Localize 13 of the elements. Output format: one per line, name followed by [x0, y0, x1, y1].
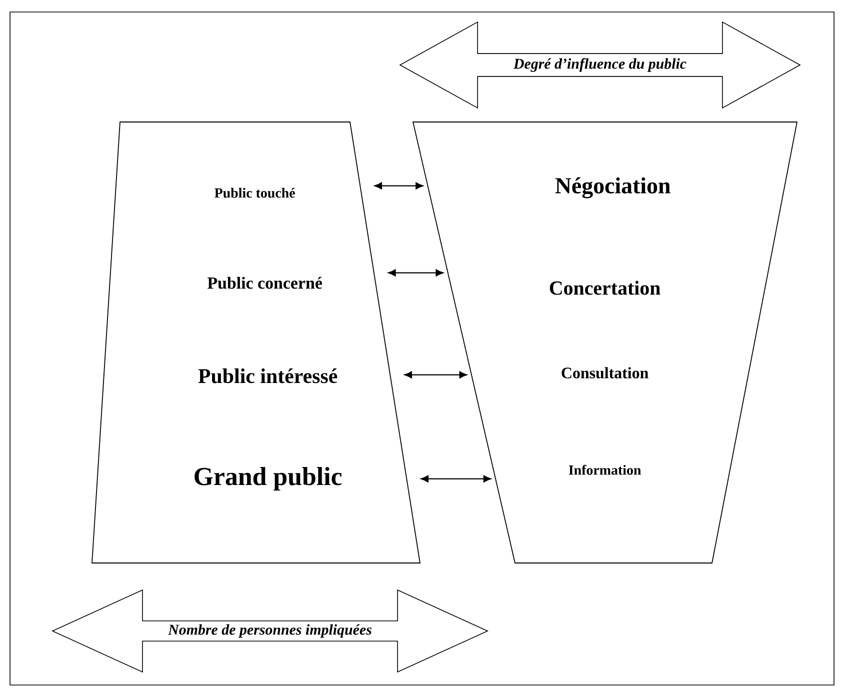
- double-arrow: [404, 371, 467, 378]
- level-label: Public touché: [214, 188, 295, 198]
- trapezoid-shape: [92, 122, 421, 564]
- level-label: Information: [568, 464, 642, 475]
- level-label: Négociation: [555, 177, 670, 198]
- level-label: Consultation: [562, 367, 648, 378]
- double-arrow: [420, 475, 492, 482]
- double-arrow: [374, 182, 424, 190]
- double-arrow: [388, 269, 444, 276]
- level-label: Public intéressé: [198, 368, 338, 384]
- level-label: Public concerné: [208, 276, 322, 289]
- level-label: Grand public: [194, 467, 342, 491]
- level-label: Concertation: [550, 280, 660, 295]
